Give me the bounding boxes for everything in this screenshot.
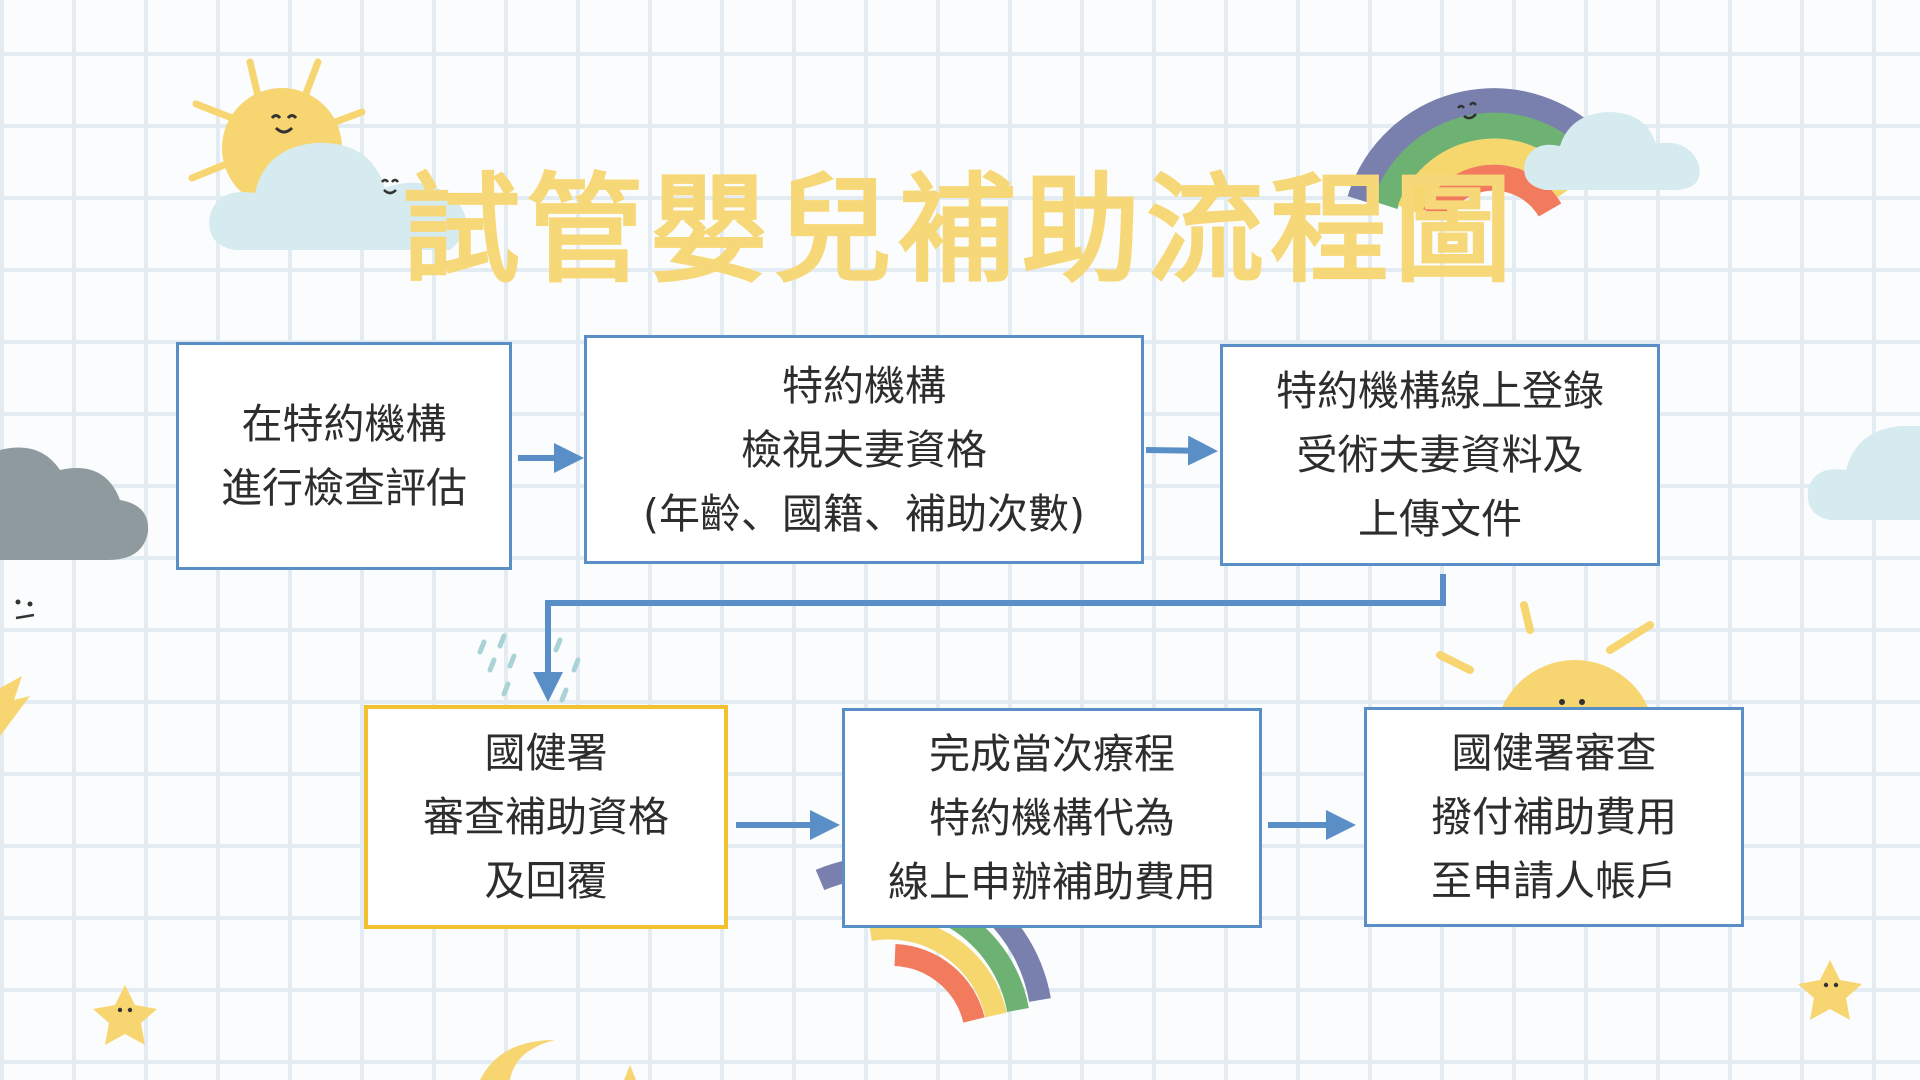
step-2-line-3: (年齡、國籍、補助次數) [643, 489, 1085, 538]
step-1-line-1: 在特約機構 [241, 400, 447, 448]
step-4-line-2: 審查補助資格 [423, 793, 669, 841]
step-3-line-2: 受術夫妻資料及 [1296, 431, 1584, 479]
step-1-box: 在特約機構 進行檢查評估 [176, 342, 512, 570]
rain-drops [477, 633, 581, 703]
rain-cloud-icon [0, 447, 149, 620]
cloud-icon [1807, 426, 1920, 520]
lightning-icon [0, 676, 30, 736]
step-4-box: 國健署 審查補助資格 及回覆 [364, 705, 728, 929]
step-4-line-3: 及回覆 [484, 857, 608, 905]
step-3-line-3: 上傳文件 [1358, 495, 1522, 543]
step-2-box: 特約機構 檢視夫妻資格 (年齡、國籍、補助次數) [584, 335, 1144, 564]
star-icon [93, 985, 157, 1045]
step-1-line-2: 進行檢查評估 [221, 464, 467, 512]
step-3-box: 特約機構線上登錄 受術夫妻資料及 上傳文件 [1220, 344, 1660, 566]
step-5-line-1: 完成當次療程 [929, 730, 1175, 778]
cloud-icon [1524, 112, 1700, 190]
page-title: 試管嬰兒補助流程圖 [401, 161, 1518, 299]
step-6-line-3: 至申請人帳戶 [1431, 857, 1677, 905]
star-icon [1798, 960, 1862, 1020]
step-5-box: 完成當次療程 特約機構代為 線上申辦補助費用 [842, 708, 1262, 928]
step-6-line-1: 國健署審查 [1451, 729, 1657, 777]
step-2-line-1: 特約機構 [782, 361, 946, 410]
moon-icon [480, 1040, 555, 1080]
star-icon [624, 1065, 636, 1080]
step-3-line-1: 特約機構線上登錄 [1276, 367, 1604, 415]
cloud-icon [209, 142, 467, 250]
step-6-line-2: 撥付補助費用 [1431, 793, 1677, 841]
step-4-line-1: 國健署 [484, 729, 608, 777]
step-5-line-2: 特約機構代為 [929, 794, 1175, 842]
step-5-line-3: 線上申辦補助費用 [888, 858, 1216, 906]
step-6-box: 國健署審查 撥付補助費用 至申請人帳戶 [1364, 707, 1744, 927]
step-2-line-2: 檢視夫妻資格 [741, 425, 987, 474]
